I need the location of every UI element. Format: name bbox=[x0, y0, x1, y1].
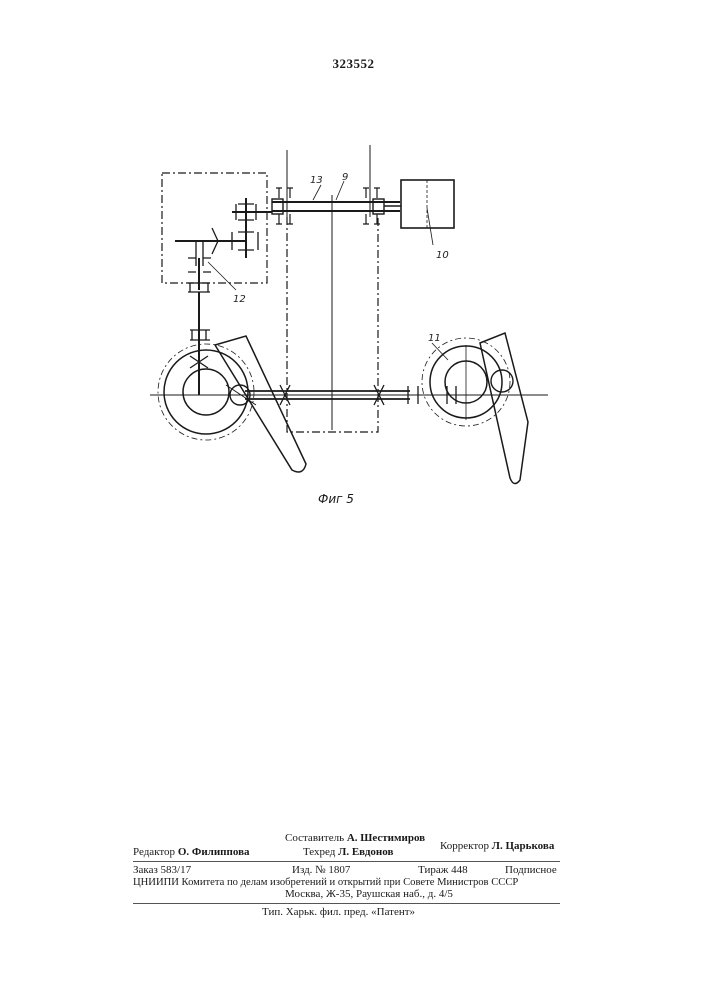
motor-10 bbox=[401, 180, 454, 228]
editor-name: О. Филиппова bbox=[178, 846, 250, 858]
techred-label: Техред bbox=[303, 846, 335, 858]
printer: Тип. Харьк. фил. пред. «Патент» bbox=[262, 906, 415, 919]
address: Москва, Ж-35, Раушская наб., д. 4/5 bbox=[285, 888, 453, 901]
editor-line: Редактор О. Филиппова bbox=[133, 846, 250, 859]
label-12: 12 bbox=[233, 294, 246, 305]
label-11: 11 bbox=[428, 333, 441, 344]
corrector-name: Л. Царькова bbox=[492, 840, 555, 852]
compiler-label: Составитель bbox=[285, 832, 344, 844]
left-wheel bbox=[164, 350, 248, 434]
techred-line: Техред Л. Евдонов bbox=[303, 846, 393, 859]
label-9: 9 bbox=[342, 172, 348, 183]
label-13: 13 bbox=[310, 175, 323, 186]
corrector-label: Корректор bbox=[440, 840, 489, 852]
compiler-name: А. Шестимиров bbox=[347, 832, 425, 844]
compiler-line: Составитель А. Шестимиров bbox=[285, 832, 425, 845]
corrector-line: Корректор Л. Царькова bbox=[440, 840, 554, 853]
figure-caption: Фиг 5 bbox=[318, 492, 354, 506]
label-10: 10 bbox=[436, 250, 449, 261]
techred-name: Л. Евдонов bbox=[338, 846, 393, 858]
editor-label: Редактор bbox=[133, 846, 175, 858]
imprint-rule-top bbox=[133, 861, 560, 862]
imprint-rule-bottom bbox=[133, 903, 560, 904]
gearbox-housing bbox=[162, 173, 267, 283]
